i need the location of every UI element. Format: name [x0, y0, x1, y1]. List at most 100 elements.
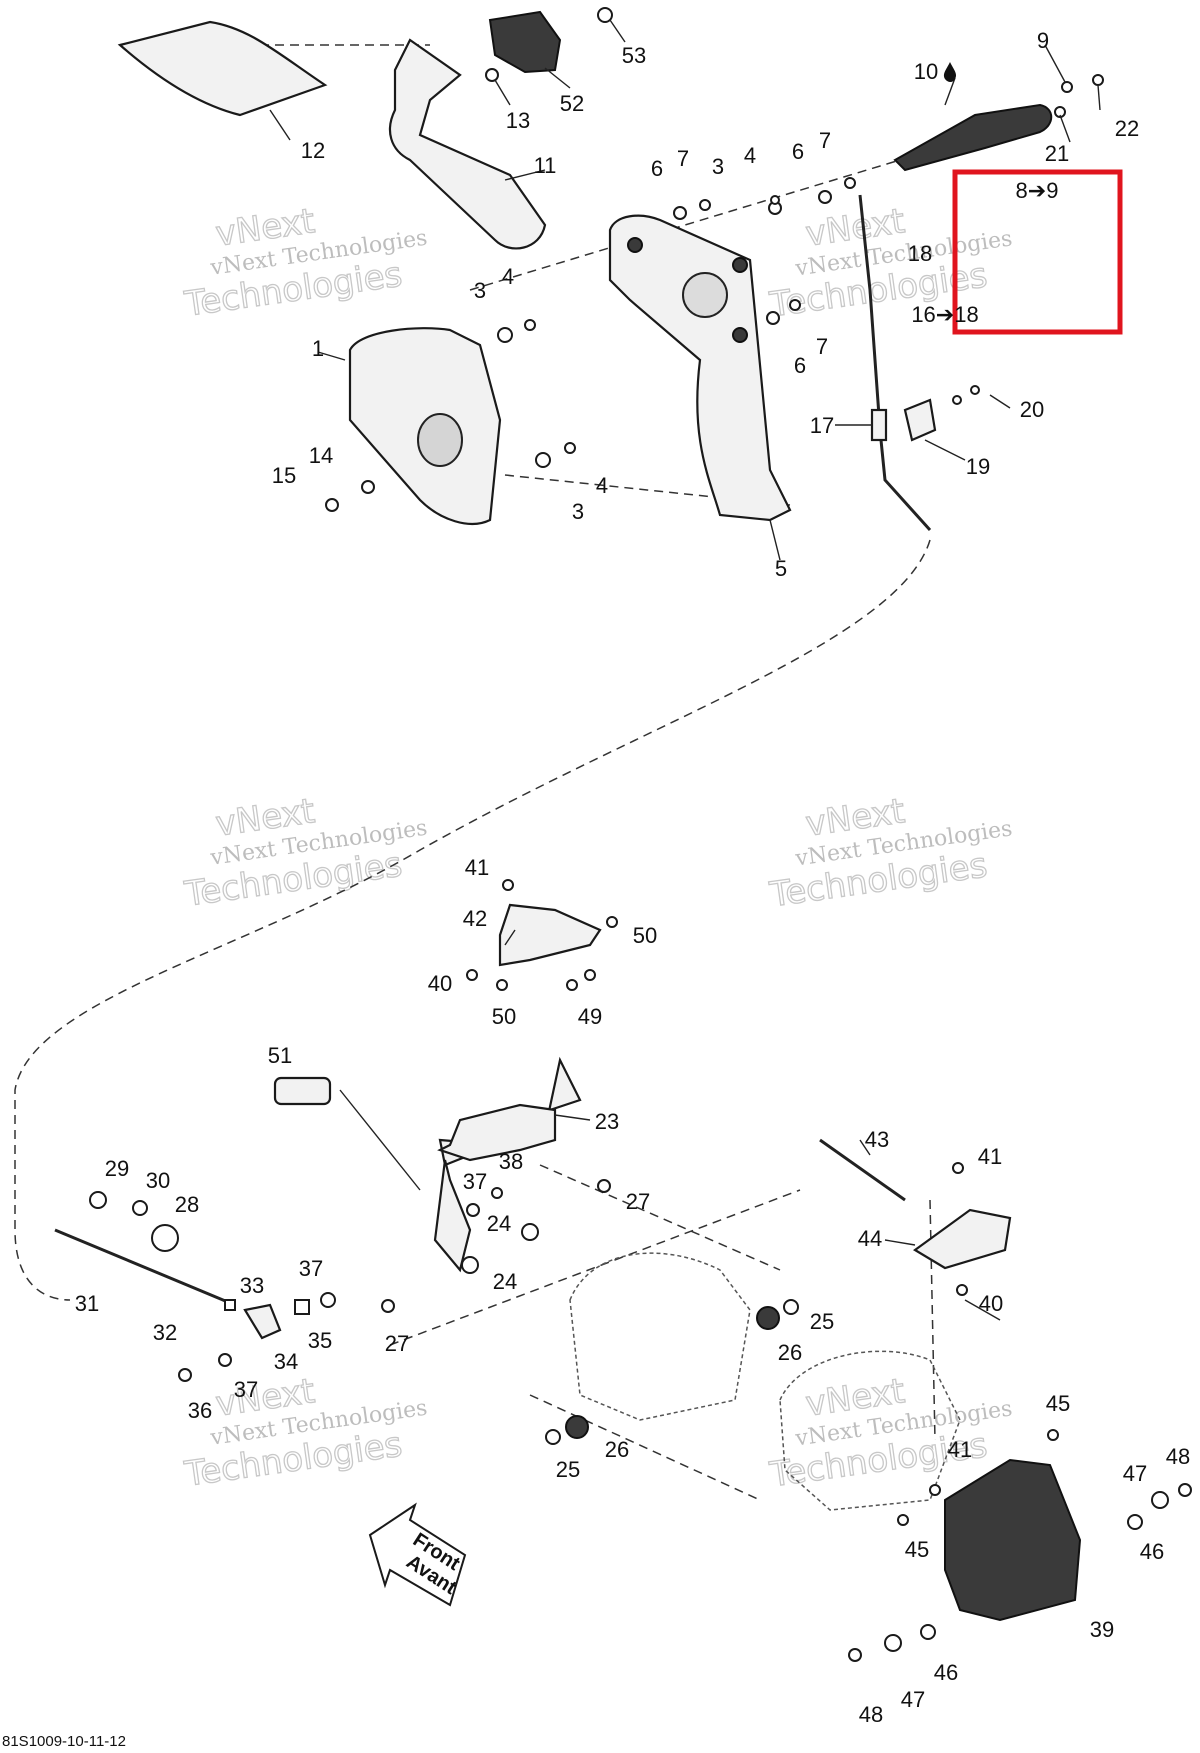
label-6a: 6 [651, 156, 663, 181]
label-37b: 37 [299, 1256, 323, 1281]
part-53-nut [597, 7, 613, 23]
part-45-bolt-a [1047, 1429, 1059, 1441]
label-5: 5 [775, 556, 787, 581]
part-5-panel-hole [682, 272, 728, 318]
part-17-fitting [870, 408, 888, 442]
label-26b: 26 [605, 1437, 629, 1462]
dashed-cable-route [14, 539, 931, 1301]
part-44-bracket [913, 1208, 1012, 1270]
part-37-washer-b [218, 1353, 232, 1367]
part-3-washer-b [535, 452, 551, 468]
label-3b: 3 [572, 499, 584, 524]
part-7-screw-b [844, 177, 856, 189]
label-41a: 41 [465, 855, 489, 880]
label-44: 44 [858, 1226, 882, 1251]
label-17: 17 [810, 413, 834, 438]
label-20: 20 [1020, 397, 1044, 422]
part-48-bolt-a [1178, 1483, 1192, 1497]
part-30-part [132, 1200, 148, 1216]
part-46-spacer-b [920, 1624, 936, 1640]
part-27-bolt-a [597, 1179, 611, 1193]
highlight-label-8-9: 8➔9 [1016, 178, 1059, 203]
part-6-washer-b [818, 190, 832, 204]
label-48a: 48 [1166, 1444, 1190, 1469]
part-38-nut [491, 1187, 503, 1199]
part-51-spring [273, 1076, 332, 1106]
label-42: 42 [463, 906, 487, 931]
label-39: 39 [1090, 1617, 1114, 1642]
label-45b: 45 [905, 1537, 929, 1562]
part-39-cover [944, 1458, 1082, 1622]
part-11-bracket-arm [388, 38, 547, 250]
label-47b: 47 [901, 1687, 925, 1712]
label-27b: 27 [385, 1331, 409, 1356]
part-37-washer-a [320, 1292, 336, 1308]
front-direction-arrow: Front Avant [368, 1502, 467, 1607]
watermark-top-left: vNext vNext Technologies Technologies [181, 201, 429, 326]
part-7-screw-c [789, 299, 801, 311]
highlight-label-16-18: 16➔18 [911, 302, 978, 327]
part-49-bolt-a [566, 979, 578, 991]
label-1: 1 [312, 336, 324, 361]
part-5-grommet-1 [627, 237, 643, 253]
label-46b: 46 [934, 1660, 958, 1685]
figure-reference: 81S1009-10-11-12 [2, 1733, 126, 1750]
label-46a: 46 [1140, 1539, 1164, 1564]
part-5-panel [608, 214, 792, 522]
part-9-nut [1061, 81, 1073, 93]
part-3-washer-a [497, 327, 513, 343]
dashed-line-mid-1 [389, 1189, 801, 1346]
part-28-part [151, 1224, 179, 1252]
label-32: 32 [153, 1320, 177, 1345]
part-13-nut [485, 68, 499, 82]
dashed-line-mid-2 [529, 1394, 761, 1501]
part-19-plate [903, 398, 937, 442]
part-29-part [89, 1191, 107, 1209]
label-41c: 41 [948, 1437, 972, 1462]
label-6b: 6 [792, 139, 804, 164]
label-50b: 50 [492, 1004, 516, 1029]
label-31: 31 [75, 1291, 99, 1316]
part-43-link [819, 1138, 906, 1202]
part-22-nut [1092, 74, 1104, 86]
part-7-screw-a [699, 199, 711, 211]
label-14: 14 [309, 443, 333, 468]
part-52-mount [488, 10, 562, 74]
label-40a: 40 [428, 971, 452, 996]
label-52: 52 [560, 91, 584, 116]
label-3c: 3 [712, 154, 724, 179]
label-24b: 24 [493, 1269, 517, 1294]
part-41-nut-b [952, 1162, 964, 1174]
label-36: 36 [188, 1398, 212, 1423]
label-40b: 40 [979, 1291, 1003, 1316]
part-35-spacer [294, 1299, 310, 1315]
leader-lines [269, 19, 1101, 1321]
part-5-grommet-2 [732, 257, 748, 273]
highlight-label-18: 18 [908, 241, 932, 266]
label-21: 21 [1045, 141, 1069, 166]
part-34-part [243, 1303, 282, 1340]
label-19: 19 [966, 454, 990, 479]
label-22: 22 [1115, 116, 1139, 141]
label-25b: 25 [556, 1457, 580, 1482]
part-1-cover-opening [417, 413, 463, 467]
part-5-grommet-3 [732, 327, 748, 343]
part-25-bushing-a [783, 1299, 799, 1315]
part-24-bushing-a [521, 1223, 539, 1241]
label-51: 51 [268, 1043, 292, 1068]
dashed-line-top-3 [504, 474, 791, 506]
label-11: 11 [534, 153, 557, 178]
label-23: 23 [595, 1109, 619, 1134]
label-35: 35 [308, 1328, 332, 1353]
label-12: 12 [301, 138, 325, 163]
label-33: 33 [240, 1273, 264, 1298]
part-27-bolt-b [381, 1299, 395, 1313]
part-41-nut-c [929, 1484, 941, 1496]
label-41b: 41 [978, 1144, 1002, 1169]
label-13: 13 [506, 108, 530, 133]
part-20-screw-b [970, 385, 980, 395]
part-23-frame-top [437, 1103, 557, 1162]
label-7a: 7 [677, 146, 689, 171]
part-26-bearing-b [565, 1415, 589, 1439]
